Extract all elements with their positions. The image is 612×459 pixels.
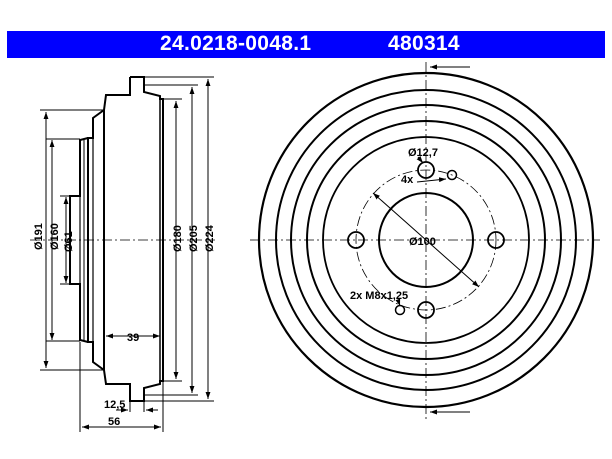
hole-count-label: 4x (401, 174, 414, 186)
drum-side-profile (69, 76, 164, 402)
front-reference-arrows (430, 64, 470, 415)
part-number: 24.0218-0048.1 (160, 32, 312, 55)
reference-number: 480314 (388, 32, 460, 55)
dim-label-224: Ø224 (204, 224, 216, 252)
side-dimension-lines (40, 76, 214, 432)
bore-diameter-label: Ø100 (409, 236, 436, 248)
dim-label-160: Ø160 (49, 223, 61, 250)
hole-diameter-label: Ø12,7 (408, 147, 438, 159)
title-bar: 24.0218-0048.1 480314 (7, 31, 605, 58)
dim-label-180: Ø180 (172, 225, 184, 252)
dim-label-61: Ø61 (63, 231, 75, 252)
dim-label-12-5: 12,5 (104, 399, 125, 411)
thread-spec-label: 2x M8x1,25 (350, 290, 408, 302)
dim-label-56: 56 (108, 416, 120, 428)
thread-hole-upper (446, 169, 458, 181)
dim-label-205: Ø205 (188, 225, 200, 252)
dim-label-191: Ø191 (33, 223, 45, 250)
thread-hole-lower (394, 304, 406, 316)
dim-label-39: 39 (127, 332, 139, 344)
front-leader-lines (372, 156, 480, 307)
